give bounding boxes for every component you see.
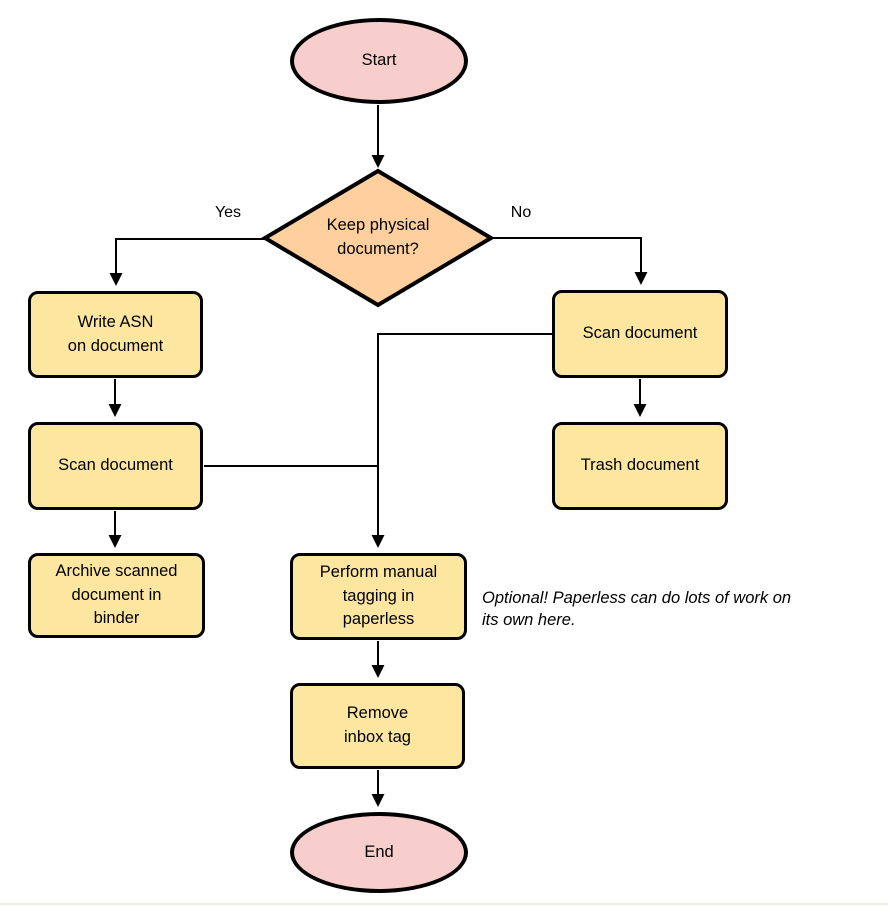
decision-node: Keep physical document?: [298, 200, 458, 276]
trash-document-node: Trash document: [552, 422, 728, 510]
manual-tagging-node: Perform manual tagging in paperless: [290, 553, 467, 640]
end-node-label: End: [364, 842, 394, 861]
edge-label-no: No: [510, 204, 532, 221]
write-asn-node-label: Write ASN on document: [67, 312, 164, 355]
scan-document-right-node-label: Scan document: [582, 324, 698, 343]
optional-note: Optional! Paperless can do lots of work …: [482, 589, 792, 629]
scan-document-left-node: Scan document: [28, 422, 203, 510]
manual-tagging-node-label: Perform manual tagging in paperless: [319, 562, 438, 629]
end-node: End: [290, 812, 468, 893]
decision-diamond-shape: [261, 168, 495, 308]
edge-label-yes: Yes: [214, 204, 242, 221]
archive-node-label: Archive scanned document in binder: [55, 561, 178, 628]
bottom-rule: [0, 903, 888, 905]
edge-decision-no-to-scan-right: [491, 237, 648, 285]
start-node-label: Start: [361, 51, 397, 70]
scan-document-right-node: Scan document: [552, 290, 728, 378]
trash-document-node-label: Trash document: [580, 456, 700, 475]
decision-node-label: Keep physical document?: [326, 216, 430, 258]
scan-document-left-node-label: Scan document: [58, 456, 173, 475]
edge-decision-yes-to-write-asn: [109, 238, 265, 286]
write-asn-node: Write ASN on document: [28, 291, 203, 378]
archive-node: Archive scanned document in binder: [28, 553, 205, 638]
edge-scan-right-to-tagging: [371, 333, 552, 548]
remove-inbox-tag-node-label: Remove inbox tag: [344, 704, 411, 746]
start-node: Start: [290, 18, 468, 104]
remove-inbox-tag-node: Remove inbox tag: [290, 683, 465, 769]
